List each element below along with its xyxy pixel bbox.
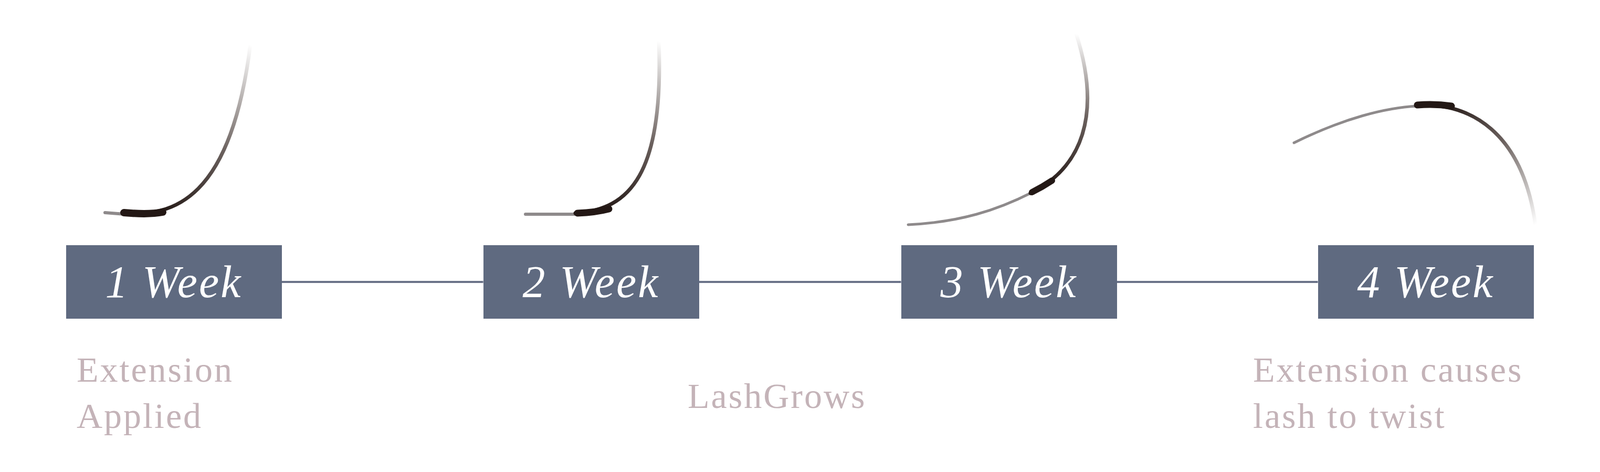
lash-week-2 [525, 40, 660, 215]
extension-lash [1030, 33, 1088, 194]
timeline-connector [281, 280, 484, 283]
extension-lash [1416, 104, 1536, 225]
stage-caption: Extension causes lash to twist [1253, 346, 1584, 439]
extension-base [123, 212, 163, 214]
week-box: 4 Week [1318, 245, 1534, 319]
lash-week-4 [1293, 104, 1536, 225]
week-box: 2 Week [483, 245, 700, 319]
extension-base [1417, 104, 1452, 107]
week-box: 1 Week [66, 245, 282, 319]
extension-lash [122, 44, 251, 214]
stage-caption: LashGrows [687, 372, 961, 419]
timeline-connector [699, 280, 902, 283]
stage-caption: Extension Applied [76, 346, 298, 439]
week-label: 2 Week [522, 259, 660, 305]
natural-lash [525, 212, 578, 216]
extension-base [577, 208, 609, 214]
extension-lash [575, 40, 660, 214]
extension-base [1032, 180, 1052, 193]
week-label: 4 Week [1357, 259, 1495, 305]
lash-week-1 [104, 44, 251, 215]
week-box: 3 Week [901, 245, 1118, 319]
natural-lash [1293, 106, 1418, 143]
lash-week-3 [908, 33, 1088, 225]
timeline-connector [1117, 280, 1319, 283]
week-label: 3 Week [940, 259, 1078, 305]
week-label: 1 Week [105, 259, 243, 305]
natural-lash [908, 192, 1032, 225]
